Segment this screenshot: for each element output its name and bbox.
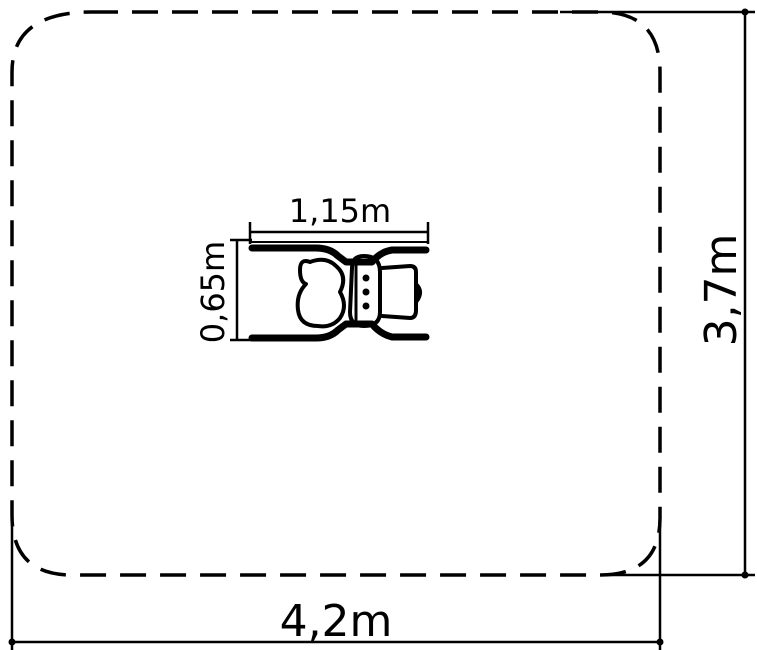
overall-depth-label: 3,7m <box>696 234 747 347</box>
width-dimension-end-left <box>8 638 16 646</box>
equipment-head <box>348 254 382 328</box>
depth-dimension-end-bottom <box>741 571 749 579</box>
safety-zone-boundary <box>10 10 662 577</box>
width-dimension-end-right <box>656 638 664 646</box>
equipment-frame-bottom <box>248 320 430 342</box>
equipment-width-label: 0,65m <box>194 241 232 343</box>
overall-width-dimension: 4,2m <box>8 515 664 650</box>
equipment-frame-top <box>248 244 430 266</box>
equipment-width-dimension: 0,65m <box>194 238 252 343</box>
equipment-seat <box>295 257 346 329</box>
equipment-handle-knob <box>415 289 421 295</box>
overall-width-label: 4,2m <box>280 596 393 647</box>
spring-rocker-equipment <box>248 244 430 342</box>
equipment-length-dimension: 1,15m <box>248 192 430 244</box>
equipment-eye-upper <box>362 274 370 282</box>
equipment-eye-lower <box>362 302 370 310</box>
equipment-footrest <box>380 264 418 320</box>
equipment-eye-middle <box>362 288 370 296</box>
depth-dimension-end-top <box>741 8 749 16</box>
equipment-length-label: 1,15m <box>289 192 391 230</box>
overall-depth-dimension: 3,7m <box>560 8 755 579</box>
